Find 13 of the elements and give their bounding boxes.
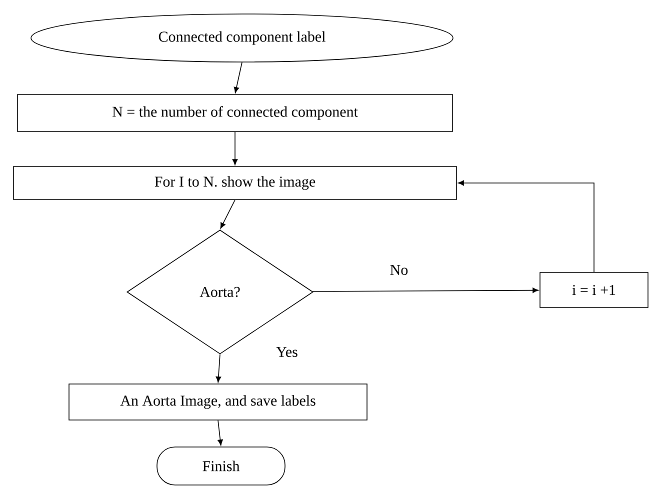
edge-label: No <box>388 264 410 276</box>
end-terminal: Finish <box>156 446 286 486</box>
arrow <box>216 354 222 383</box>
arrow <box>458 180 594 272</box>
process-box: i = i +1 <box>540 272 648 308</box>
arrow <box>234 62 242 94</box>
process-box: An Aorta Image, and save labels <box>68 384 368 420</box>
arrow <box>220 199 236 229</box>
process-box: N = the number of connected component <box>17 94 453 132</box>
arrow <box>312 288 539 293</box>
arrow <box>232 131 238 166</box>
arrow <box>218 420 223 446</box>
process-box: For I to N. show the image <box>13 166 457 200</box>
